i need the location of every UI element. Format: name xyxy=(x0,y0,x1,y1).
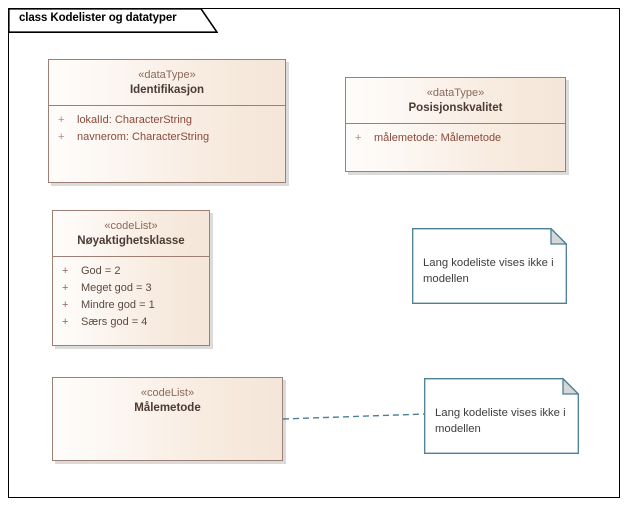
note-text-line-1: Lang kodeliste vises ikke i xyxy=(423,257,554,269)
page-title: class Kodelister og datatyper xyxy=(19,12,177,24)
class-header-malemetode: «codeList» Målemetode xyxy=(53,378,282,423)
attribute-visibility: + xyxy=(58,130,65,143)
attribute-row: + målemetode: Målemetode xyxy=(346,130,565,147)
attribute-label: Særs god = 4 xyxy=(81,315,148,328)
class-stereotype: «dataType» xyxy=(138,69,196,81)
note-text: Lang kodeliste vises ikke i modellen xyxy=(435,405,566,437)
class-compartment-divider xyxy=(53,255,209,257)
class-header-noyaktighetsklasse: «codeList» Nøyaktighetsklasse xyxy=(53,211,209,256)
class-attributes-noyaktighetsklasse: + God = 2 + Meget god = 3 + Mindre god =… xyxy=(53,257,209,337)
diagram-title-tab-shape xyxy=(8,8,218,33)
attribute-label: Mindre god = 1 xyxy=(81,298,155,311)
attribute-visibility: + xyxy=(355,131,362,144)
class-stereotype: «dataType» xyxy=(426,87,485,99)
class-box-noyaktighetsklasse[interactable]: «codeList» Nøyaktighetsklasse + God = 2 … xyxy=(52,210,210,346)
note-noyaktighetsklasse[interactable]: Lang kodeliste vises ikke i modellen xyxy=(412,228,567,304)
attribute-row: + Mindre god = 1 xyxy=(53,297,209,314)
note-text-line-2: modellen xyxy=(423,273,469,285)
class-box-identifikasjon[interactable]: «dataType» Identifikasjon + lokalId: Cha… xyxy=(48,59,286,183)
attribute-label: navnerom: CharacterString xyxy=(77,130,210,143)
class-stereotype: «codeList» xyxy=(104,220,158,232)
note-text-line-1: Lang kodeliste vises ikke i xyxy=(435,407,566,419)
attribute-visibility: + xyxy=(62,315,69,328)
attribute-label: Meget god = 3 xyxy=(81,281,152,294)
class-box-posisjonskvalitet[interactable]: «dataType» Posisjonskvalitet + målemetod… xyxy=(345,77,566,172)
class-header-identifikasjon: «dataType» Identifikasjon xyxy=(49,60,285,105)
note-text: Lang kodeliste vises ikke i modellen xyxy=(423,255,554,287)
class-attributes-posisjonskvalitet: + målemetode: Målemetode xyxy=(346,124,565,153)
class-name: Nøyaktighetsklasse xyxy=(77,235,185,248)
note-shape xyxy=(424,378,579,454)
attribute-row: + Meget god = 3 xyxy=(53,280,209,297)
attribute-visibility: + xyxy=(58,113,65,126)
attribute-row: + God = 2 xyxy=(53,263,209,280)
class-attributes-identifikasjon: + lokalId: CharacterString + navnerom: C… xyxy=(49,106,285,152)
attribute-row: + navnerom: CharacterString xyxy=(49,129,285,146)
attribute-row: + Særs god = 4 xyxy=(53,314,209,331)
attribute-label: målemetode: Målemetode xyxy=(374,131,502,144)
diagram-title-tab: class Kodelister og datatyper xyxy=(8,8,218,33)
note-text-line-2: modellen xyxy=(435,423,481,435)
class-header-posisjonskvalitet: «dataType» Posisjonskvalitet xyxy=(346,78,565,123)
class-stereotype: «codeList» xyxy=(140,387,195,399)
class-name: Posisjonskvalitet xyxy=(408,102,503,115)
class-name: Målemetode xyxy=(134,402,201,415)
class-compartment-divider xyxy=(346,122,565,124)
class-box-malemetode[interactable]: «codeList» Målemetode xyxy=(52,377,283,461)
class-name: Identifikasjon xyxy=(129,84,205,97)
attribute-label: lokalId: CharacterString xyxy=(77,113,192,126)
attribute-label: God = 2 xyxy=(81,264,121,277)
attribute-row: + lokalId: CharacterString xyxy=(49,112,285,129)
attribute-visibility: + xyxy=(62,281,69,294)
attribute-visibility: + xyxy=(62,298,69,311)
note-malemetode[interactable]: Lang kodeliste vises ikke i modellen xyxy=(424,378,579,454)
class-compartment-divider xyxy=(49,104,285,106)
note-shape xyxy=(412,228,567,304)
attribute-visibility: + xyxy=(62,264,69,277)
